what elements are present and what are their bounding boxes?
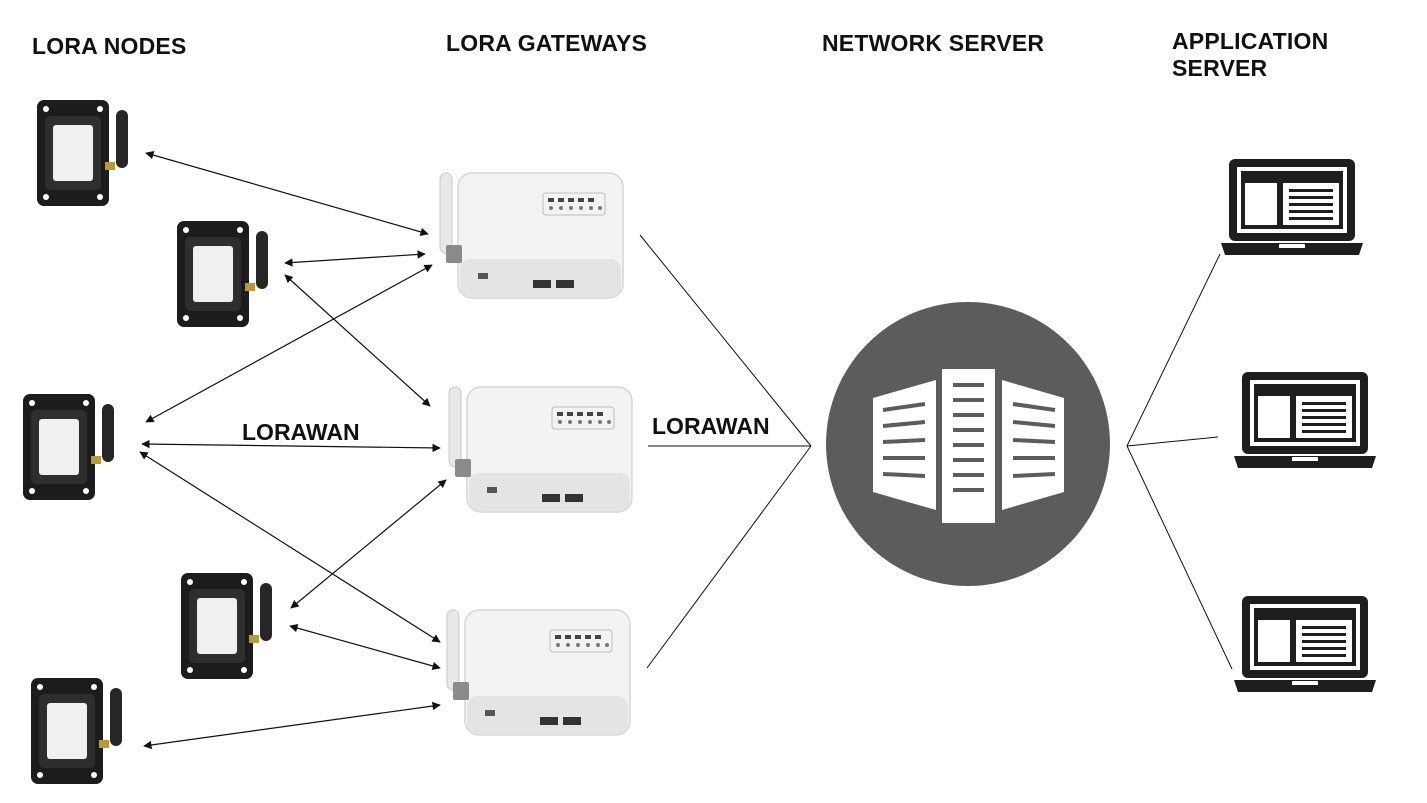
- link-ns-app1: [1126, 253, 1221, 447]
- link-node2-gw1: [284, 250, 426, 267]
- lora-node-icon: [37, 100, 128, 206]
- link-node3-gw2: [141, 439, 441, 453]
- link-node3-gw3: [139, 451, 441, 643]
- lora-gateway-icon: [439, 172, 624, 299]
- laptop-icon: [1234, 372, 1376, 468]
- link-node3-gw1: [145, 264, 433, 423]
- lora-node-icon: [177, 221, 268, 327]
- lora-node-icon: [181, 573, 272, 679]
- lora-gateways-title: LORA GATEWAYS: [446, 30, 648, 56]
- lora-gateway-icon: [448, 386, 633, 513]
- network-server-title: NETWORK SERVER: [822, 30, 1045, 56]
- link-ns-app3: [1126, 445, 1233, 670]
- node-gateway-links: [139, 151, 447, 750]
- link-node1-gw1: [145, 151, 429, 236]
- lora-nodes-title: LORA NODES: [32, 33, 187, 59]
- lorawan-gateway-link-label: LORAWAN: [652, 413, 770, 439]
- link-ns-app2: [1126, 436, 1219, 447]
- lora-node-icon: [31, 678, 122, 784]
- link-gw1-ns: [639, 234, 812, 447]
- laptop-icon: [1221, 159, 1363, 255]
- lora-node-icon: [23, 394, 114, 500]
- link-node4-gw2: [290, 479, 447, 609]
- link-gw3-ns: [646, 445, 812, 669]
- laptop-icon: [1234, 596, 1376, 692]
- link-node5-gw3: [143, 701, 441, 750]
- application-server-title: APPLICATION SERVER: [1172, 28, 1329, 81]
- lora-gateway-icon: [446, 609, 631, 736]
- backhaul-links: [639, 234, 1233, 670]
- network-server-icon: [826, 302, 1110, 586]
- link-node4-gw3: [289, 623, 441, 671]
- lorawan-node-link-label: LORAWAN: [242, 419, 360, 445]
- link-node2-gw2: [284, 274, 431, 407]
